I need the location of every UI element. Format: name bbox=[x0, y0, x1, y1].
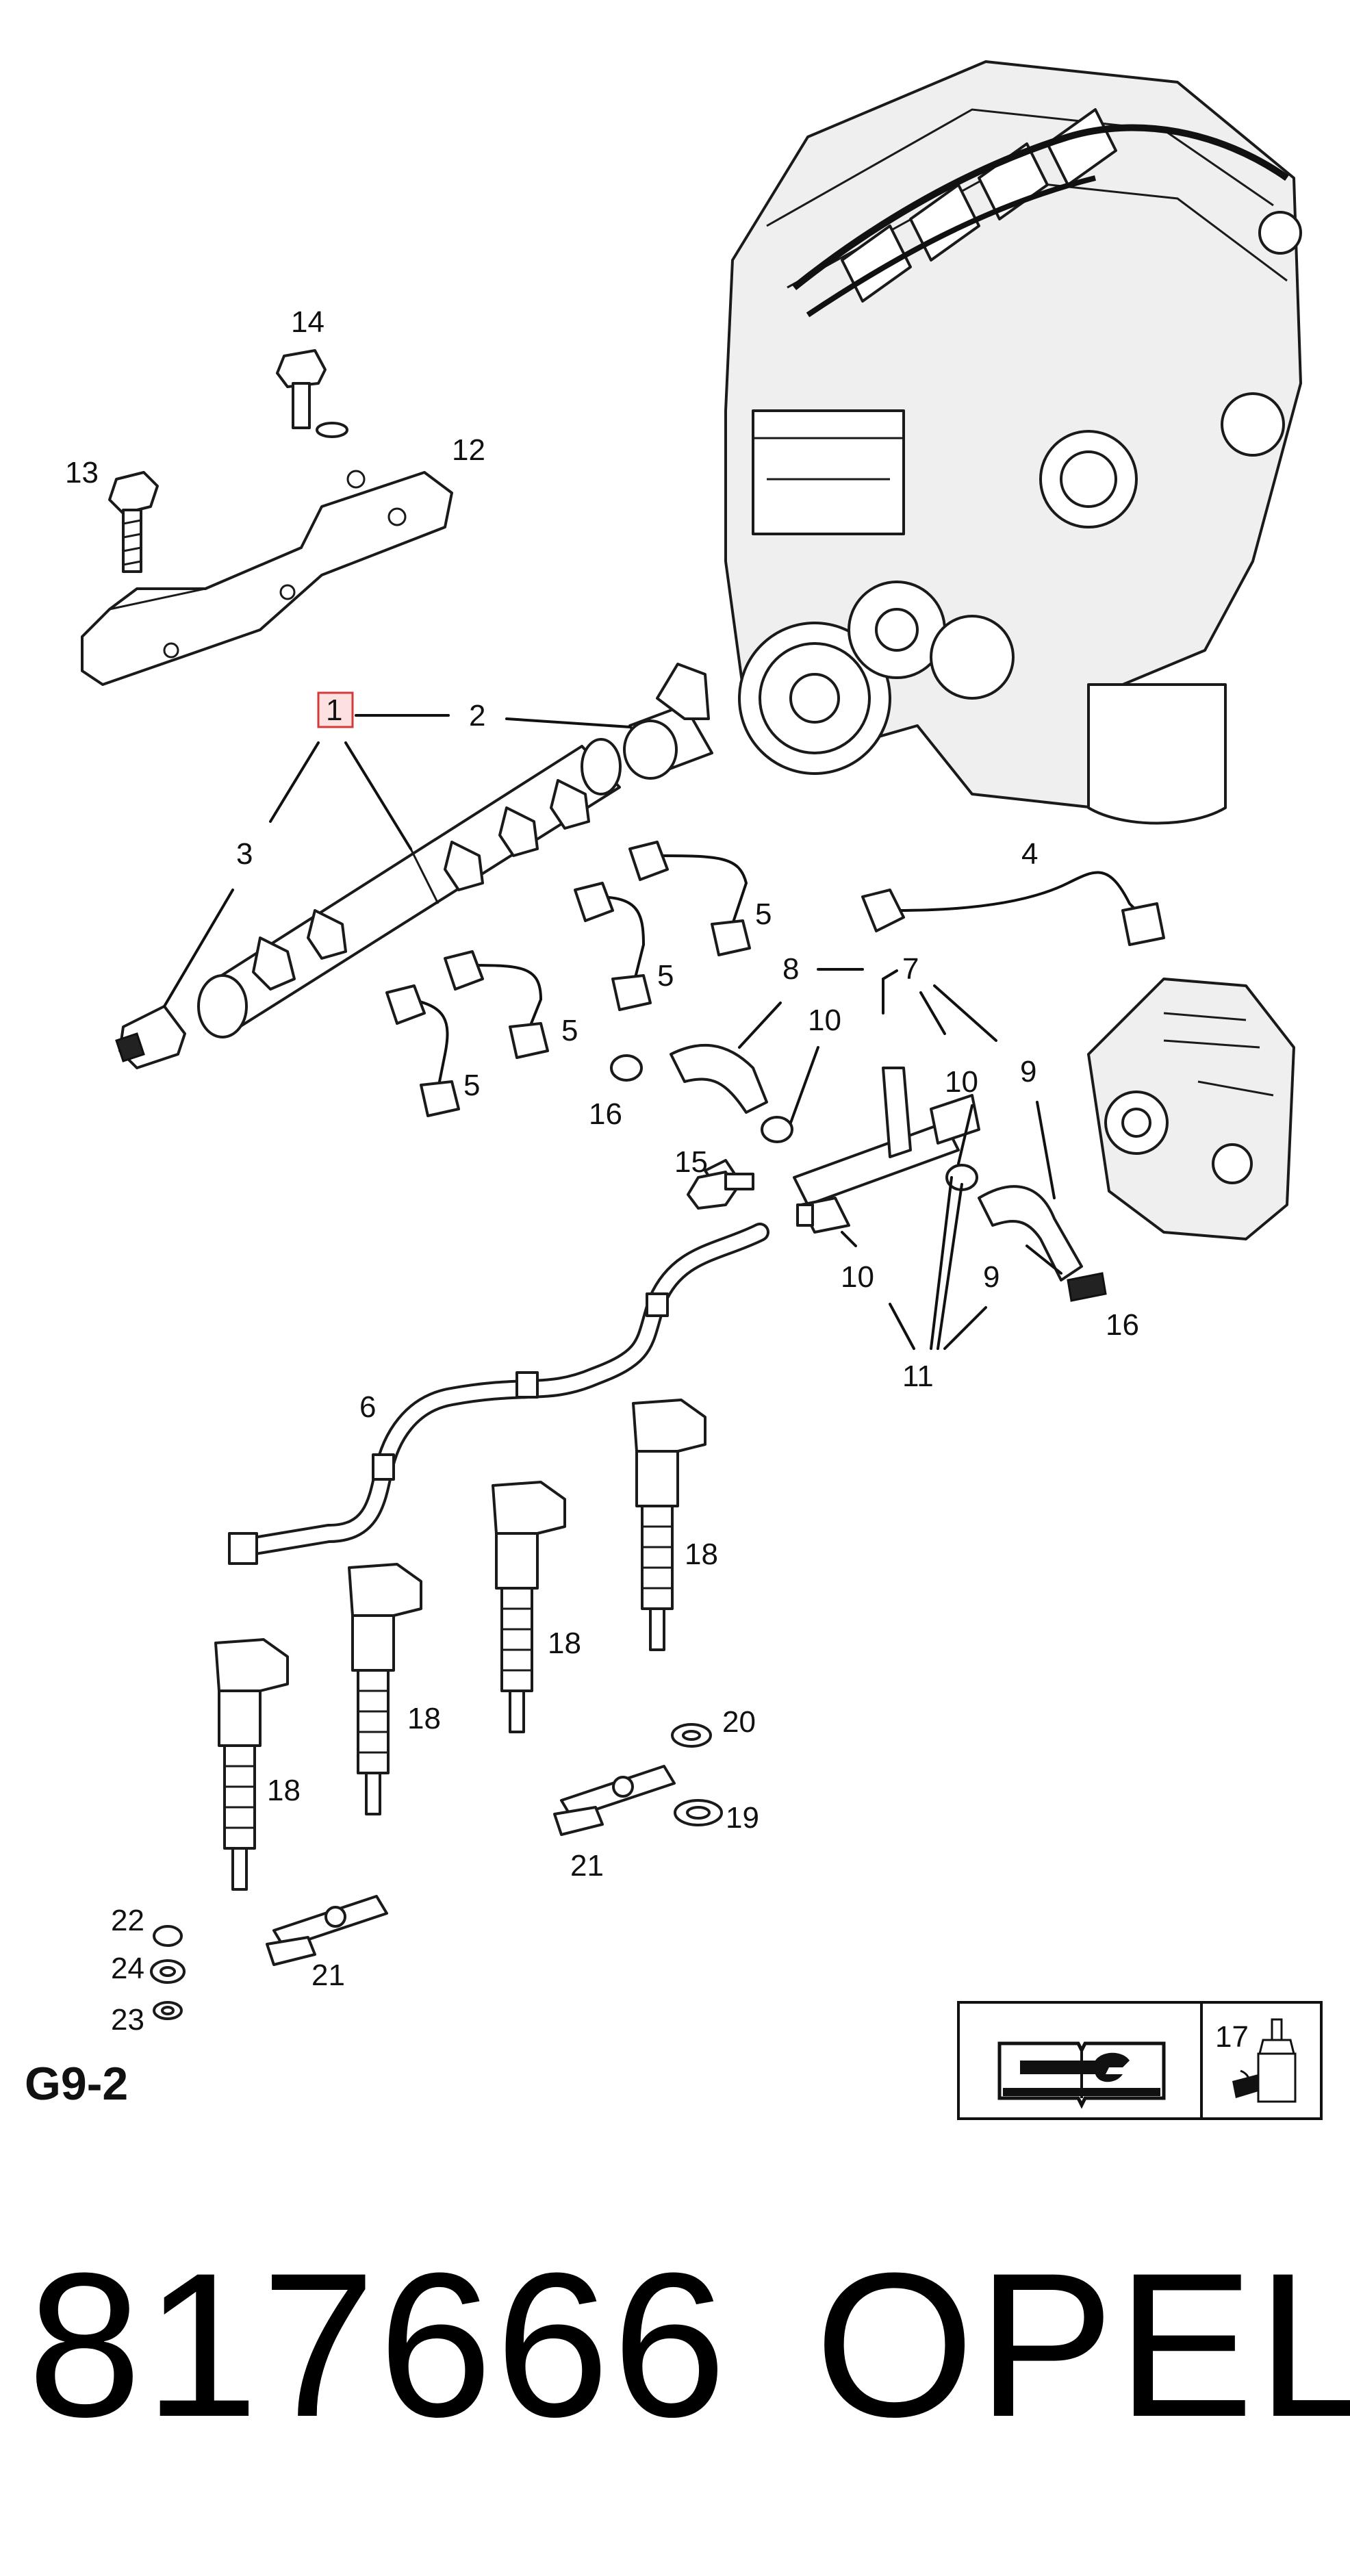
label-12: 12 bbox=[452, 433, 485, 467]
clamp-21-b bbox=[553, 1765, 676, 1836]
mounting-bracket bbox=[81, 470, 453, 686]
label-21: 21 bbox=[311, 1959, 345, 1992]
label-6: 6 bbox=[359, 1390, 376, 1424]
label-8: 8 bbox=[782, 952, 799, 986]
rail-pressure-sensor bbox=[115, 1005, 186, 1069]
label-20: 20 bbox=[722, 1705, 756, 1739]
part-number: 817666 bbox=[27, 2230, 730, 2460]
pressure-regulator bbox=[623, 663, 713, 780]
label-2: 2 bbox=[469, 699, 485, 732]
label-21: 21 bbox=[570, 1849, 604, 1883]
label-17: 17 bbox=[1215, 2020, 1249, 2054]
part-number-labels: 1 2 3 4 5 5 5 5 6 7 8 9 9 10 10 10 11 12… bbox=[65, 305, 1139, 2037]
return-line-assembly bbox=[610, 1043, 1107, 1302]
label-13: 13 bbox=[65, 456, 99, 489]
label-23: 23 bbox=[111, 2003, 144, 2037]
label-9: 9 bbox=[983, 1260, 999, 1294]
label-24: 24 bbox=[111, 1952, 144, 1985]
label-7: 7 bbox=[902, 952, 919, 986]
label-9: 9 bbox=[1020, 1055, 1036, 1088]
leak-off-hose bbox=[228, 1223, 769, 1565]
injector-2 bbox=[348, 1563, 422, 1815]
label-18: 18 bbox=[548, 1627, 581, 1660]
highlight-box bbox=[317, 691, 354, 728]
repair-manual-icon bbox=[997, 2041, 1166, 2109]
label-16: 16 bbox=[1106, 1308, 1139, 1342]
label-1: 1 bbox=[326, 693, 342, 727]
clamp-21-a bbox=[266, 1895, 388, 1966]
label-18: 18 bbox=[407, 1702, 441, 1735]
label-15: 15 bbox=[674, 1145, 708, 1179]
label-11: 11 bbox=[902, 1360, 934, 1393]
lubricant-bottle-icon bbox=[1232, 2018, 1297, 2103]
service-info-box: 17 bbox=[957, 2001, 1323, 2120]
label-5: 5 bbox=[657, 959, 674, 993]
high-pressure-pump bbox=[1087, 978, 1295, 1240]
injector-4 bbox=[632, 1399, 706, 1651]
label-18: 18 bbox=[685, 1538, 718, 1571]
fuel-rail bbox=[197, 738, 622, 1038]
engine-illustration bbox=[724, 60, 1302, 825]
label-3: 3 bbox=[236, 837, 253, 871]
label-5: 5 bbox=[463, 1069, 480, 1102]
injector-3 bbox=[492, 1481, 566, 1733]
injector-1 bbox=[214, 1638, 289, 1891]
bolt-14 bbox=[276, 349, 348, 438]
label-4: 4 bbox=[1021, 837, 1038, 871]
label-22: 22 bbox=[111, 1904, 144, 1937]
label-16: 16 bbox=[589, 1097, 622, 1131]
brand-name: OPEL bbox=[815, 2230, 1350, 2460]
label-5: 5 bbox=[561, 1014, 578, 1047]
label-10: 10 bbox=[841, 1260, 874, 1294]
label-10: 10 bbox=[808, 1004, 841, 1037]
label-14: 14 bbox=[291, 305, 324, 339]
label-19: 19 bbox=[726, 1801, 759, 1835]
high-pressure-pipes bbox=[385, 841, 1165, 1117]
bolt-13 bbox=[108, 471, 159, 573]
label-5: 5 bbox=[755, 897, 772, 931]
label-18: 18 bbox=[267, 1774, 301, 1807]
washers bbox=[150, 1723, 723, 2020]
page-code: G9-2 bbox=[25, 2058, 129, 2110]
bolt-15 bbox=[687, 1171, 754, 1210]
leader-lines bbox=[163, 714, 1062, 1350]
label-10: 10 bbox=[945, 1065, 978, 1099]
